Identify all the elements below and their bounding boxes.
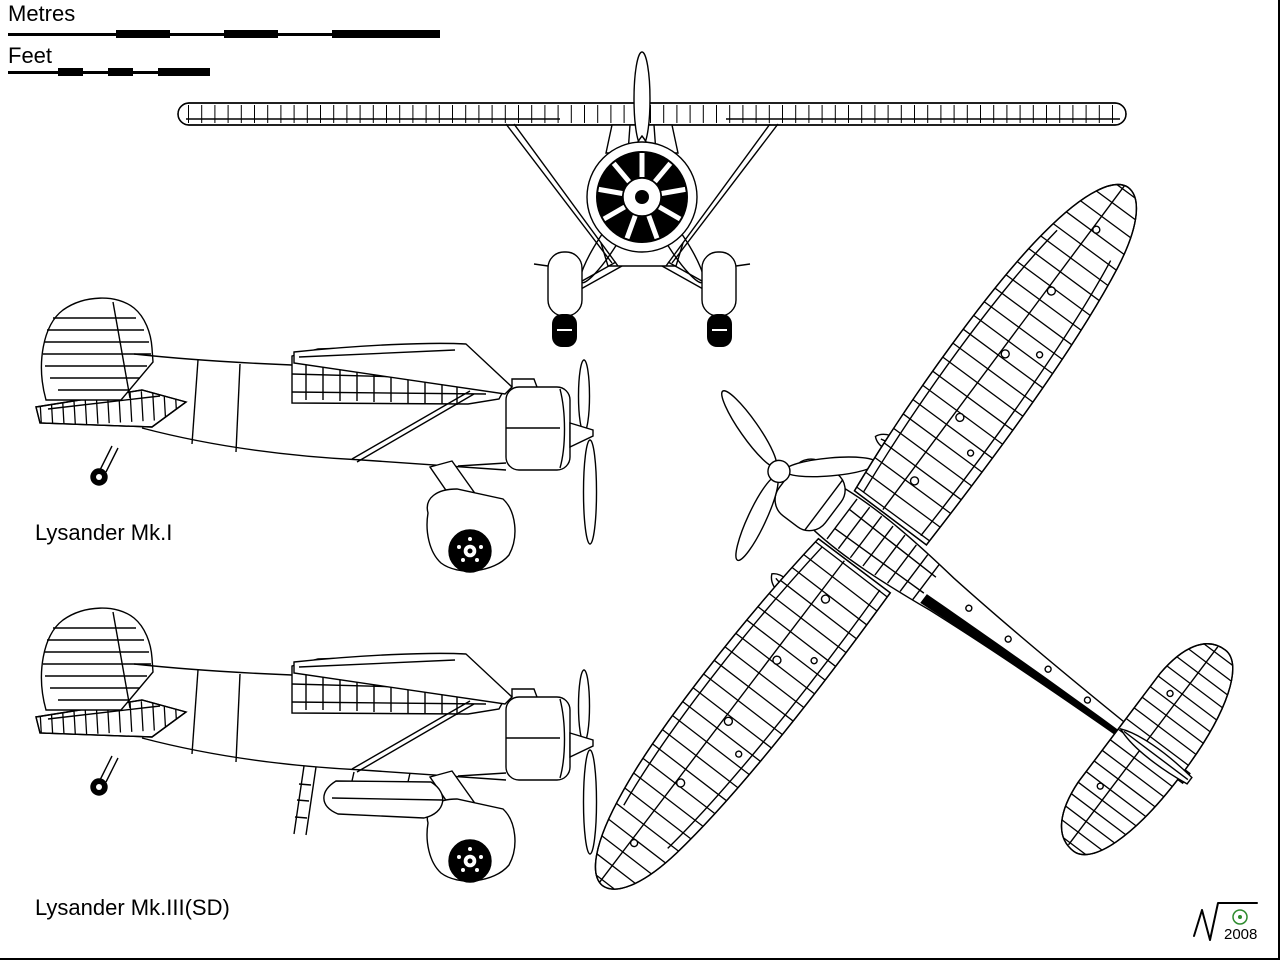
metres-scale-bar	[8, 30, 440, 38]
signature-monogram-icon	[1193, 902, 1258, 941]
plan-propeller	[721, 390, 878, 562]
artist-signature	[1193, 902, 1258, 941]
side-view-mk3	[36, 608, 597, 882]
side-view-mk1-label: Lysander Mk.I	[35, 520, 173, 545]
front-wing	[177, 102, 1127, 126]
plan-tailplane	[1045, 630, 1257, 874]
side-view-mk3-extras	[293, 765, 444, 836]
plan-view	[419, 50, 1257, 960]
signature-roundel-dot	[1238, 915, 1242, 919]
front-landing-gear	[533, 251, 751, 347]
front-wing-struts	[505, 123, 779, 267]
front-view	[177, 51, 1127, 347]
metres-label: Metres	[8, 1, 76, 26]
feet-scale-bar	[8, 68, 210, 76]
plan-fuselage	[813, 488, 1191, 785]
boarding-ladder	[293, 765, 317, 836]
belly-fuel-tank	[323, 771, 444, 819]
signature-roundel-icon	[1232, 909, 1248, 925]
signature-year: 2008	[1224, 926, 1258, 943]
side-view-mk3-label: Lysander Mk.III(SD)	[35, 895, 230, 920]
radial-engine	[586, 141, 698, 253]
feet-label: Feet	[8, 43, 53, 68]
